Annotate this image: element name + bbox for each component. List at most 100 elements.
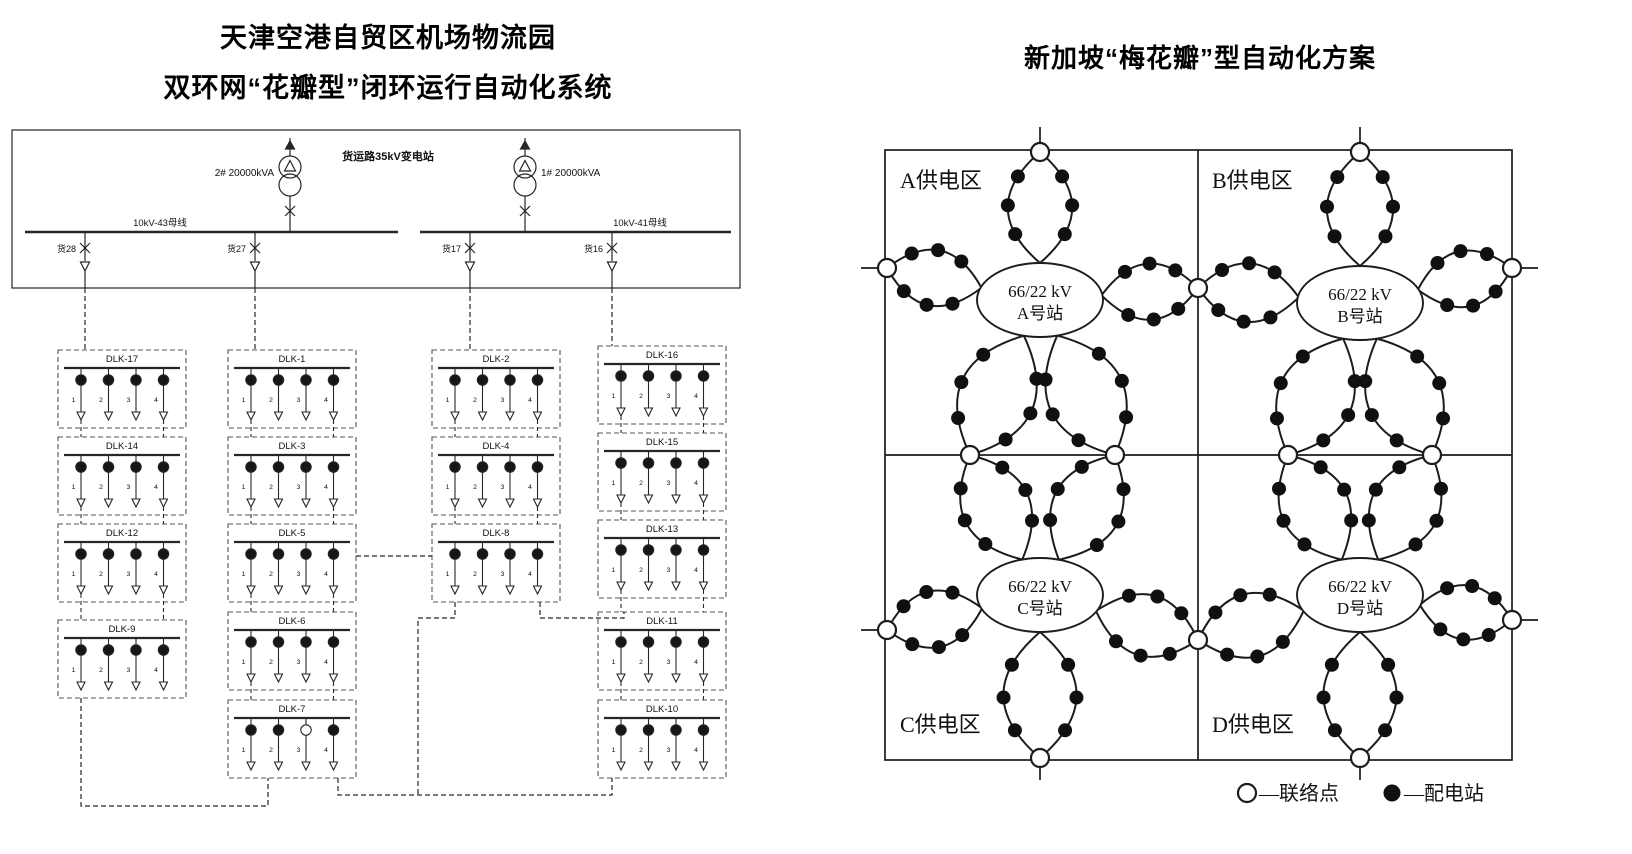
cable-head-arrow-icon	[532, 585, 543, 596]
distribution-station-dot	[1215, 263, 1230, 278]
distribution-station-dot	[931, 243, 946, 258]
tie-point-circle	[959, 444, 981, 466]
switch-number: 4	[154, 667, 158, 674]
distribution-stations	[896, 169, 1503, 738]
switch-number: 4	[528, 484, 532, 491]
distribution-station-dot	[1065, 198, 1080, 213]
cable-head-arrow-icon	[246, 498, 256, 509]
dlk-unit-border	[227, 699, 357, 779]
distribution-station-dot	[1392, 460, 1407, 475]
closed-switch-dot	[157, 374, 170, 386]
loop-routing-cable	[417, 602, 456, 795]
closed-switch-dot	[697, 724, 710, 736]
cable-head-arrow-icon	[328, 585, 339, 596]
tie-point-circle	[1501, 257, 1523, 279]
primary-station-A号站	[976, 262, 1104, 338]
switch-number: 1	[612, 480, 616, 487]
switch-number: 4	[694, 480, 698, 487]
dlk-unit-border	[57, 436, 187, 516]
switch-number: 3	[667, 393, 671, 400]
cable-head-arrow-icon	[158, 498, 169, 509]
closed-switch-dot	[130, 548, 142, 560]
cable-head-arrow-icon	[643, 581, 654, 592]
tie-point-circle	[1029, 747, 1051, 769]
tianjin-diagram-panel: 天津空港自贸区机场物流园 双环网“花瓣型”闭环运行自动化系统 货运路35kV变电…	[0, 0, 800, 854]
distribution-station-dot	[1389, 433, 1404, 448]
closed-switch-dot	[245, 461, 257, 473]
cable-head-arrow-icon	[273, 411, 284, 422]
dlk-unit-label: DLK-3	[279, 441, 306, 452]
closed-switch-dot	[102, 461, 115, 473]
switch-number: 4	[154, 571, 158, 578]
distribution-station-dot	[919, 297, 934, 312]
cable-head-arrow-icon	[273, 585, 284, 596]
switch-number: 3	[297, 659, 301, 666]
station-voltage: 66/22 kV	[1328, 577, 1392, 596]
legend-distribution-station-icon	[1383, 784, 1401, 802]
cable-head-arrow-icon	[328, 411, 339, 422]
cable-head-arrow-icon	[477, 411, 488, 422]
distribution-station-dot	[1381, 657, 1396, 672]
cable-head-arrow-icon	[450, 498, 460, 509]
switch-number: 1	[612, 567, 616, 574]
closed-switch-dot	[130, 461, 142, 473]
distribution-station-dot	[957, 513, 972, 528]
feeder-bay	[249, 232, 261, 288]
switch-number: 1	[612, 659, 616, 666]
dlk-unit-label: DLK-15	[646, 437, 678, 448]
station-name: B号站	[1337, 307, 1382, 326]
distribution-station-dot	[1386, 199, 1401, 214]
distribution-station-dot	[1043, 512, 1058, 527]
cable-head-arrow-icon	[131, 411, 141, 422]
distribution-station-dot	[976, 347, 991, 362]
cable-head-arrow-icon	[79, 261, 91, 273]
distribution-station-dot	[1263, 310, 1278, 325]
delta-winding-icon	[283, 159, 297, 172]
dlk-unit-dlk-8	[431, 523, 561, 603]
dlk-unit-border	[227, 436, 357, 516]
closed-switch-dot	[642, 544, 655, 556]
closed-switch-dot	[130, 644, 142, 656]
switch-number: 3	[297, 571, 301, 578]
closed-switch-dot	[157, 548, 170, 560]
cable-head-arrow-icon	[671, 407, 681, 418]
distribution-station-dot	[1389, 690, 1404, 705]
closed-switch-dot	[327, 461, 340, 473]
distribution-station-dot	[1375, 170, 1390, 185]
closed-switch-dot	[449, 548, 461, 560]
closed-switch-dot	[300, 374, 312, 386]
distribution-station-dot	[1108, 634, 1123, 649]
dlk-unit-label: DLK-10	[646, 704, 678, 715]
distribution-station-dot	[1119, 410, 1134, 425]
dlk-unit-border	[227, 523, 357, 603]
distribution-station-dot	[1171, 301, 1186, 316]
switch-number: 2	[269, 659, 273, 666]
distribution-station-dot	[1117, 264, 1132, 279]
dlk-unit-dlk-2	[431, 349, 561, 437]
switch-number: 1	[242, 571, 246, 578]
distribution-station-dot	[1488, 284, 1503, 299]
cable-head-arrow-icon	[477, 498, 488, 509]
switch-number: 3	[667, 659, 671, 666]
cable-head-arrow-icon	[103, 585, 114, 596]
loop-routing-cable	[80, 698, 269, 807]
cable-head-arrow-icon	[158, 585, 169, 596]
closed-switch-dot	[697, 457, 710, 469]
tianjin-diagram-root	[11, 129, 741, 807]
tie-point-circle	[1349, 141, 1371, 163]
distribution-station-dot	[954, 375, 969, 390]
switch-number: 2	[99, 397, 103, 404]
distribution-station-dot	[1150, 589, 1165, 604]
left-title-line1: 天津空港自贸区机场物流园	[220, 23, 556, 53]
feeder-label: 货28	[57, 243, 76, 254]
tie-point-circle	[1104, 444, 1126, 466]
closed-switch-dot	[642, 370, 655, 382]
distribution-station-dot	[1004, 657, 1019, 672]
distribution-station-dot	[1114, 373, 1129, 388]
cable-head-arrow-icon	[76, 681, 86, 692]
distribution-station-dot	[1045, 407, 1060, 422]
cable-head-arrow-icon	[301, 761, 311, 772]
cable-head-arrow-icon	[131, 681, 141, 692]
closed-switch-dot	[697, 370, 710, 382]
